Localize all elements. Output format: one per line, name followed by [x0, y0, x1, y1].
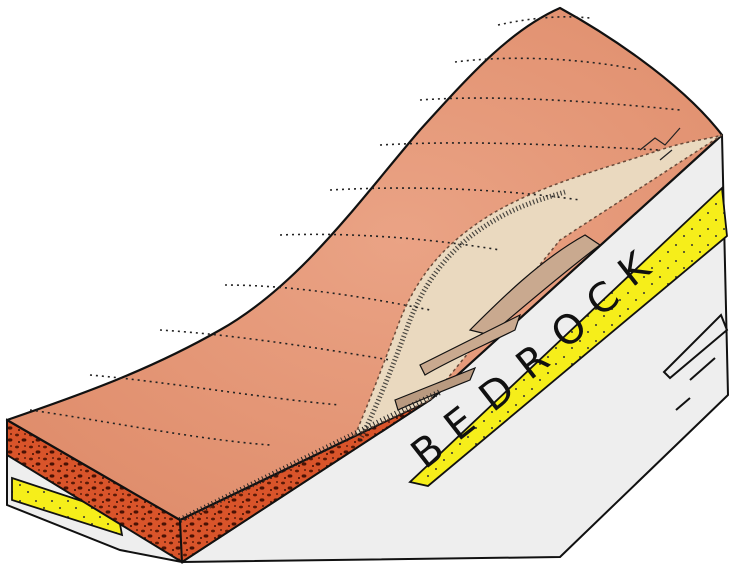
landslide-block-diagram: B E D R O C K — [0, 0, 730, 577]
